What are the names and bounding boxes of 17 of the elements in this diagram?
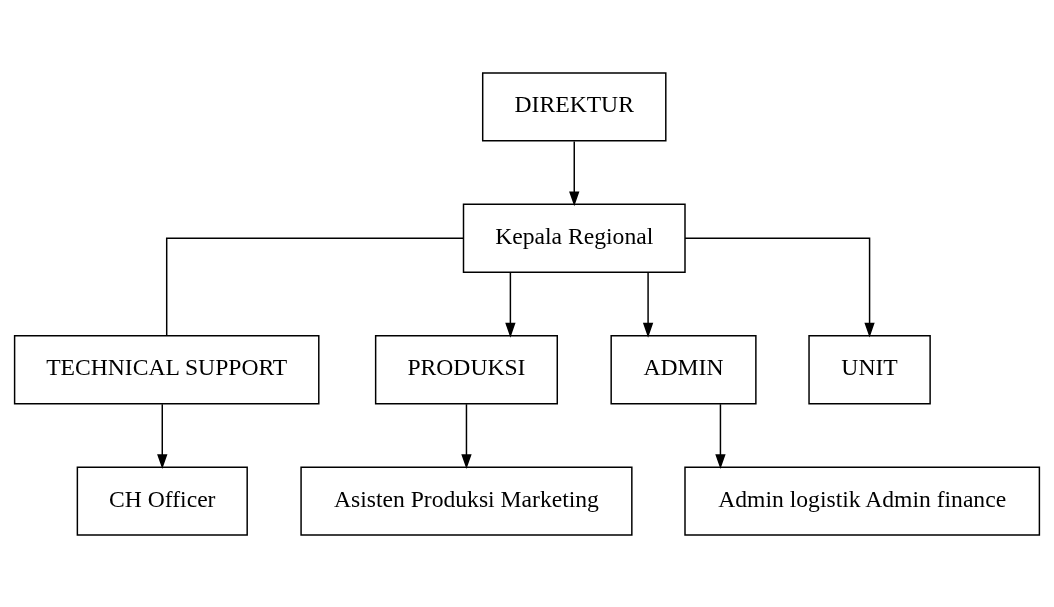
node-box: Admin logistik Admin finance bbox=[684, 465, 1041, 536]
node-box: Kepala Regional bbox=[462, 203, 686, 273]
node-box: ADMIN bbox=[610, 334, 757, 404]
arrow bbox=[642, 271, 654, 338]
node-box: UNIT bbox=[808, 334, 931, 404]
node-box: CH Officer bbox=[76, 465, 248, 536]
arrow bbox=[505, 271, 516, 338]
node-box: TECHNICAL SUPPORT bbox=[13, 334, 320, 404]
arrow bbox=[684, 237, 875, 337]
node-box: DIREKTUR bbox=[481, 71, 667, 142]
arrow bbox=[461, 403, 472, 469]
arrow bbox=[157, 403, 168, 469]
node-box: Asisten Produksi Marketing bbox=[300, 465, 633, 536]
arrow bbox=[715, 403, 726, 469]
node-box: PRODUKSI bbox=[374, 334, 558, 404]
arrow bbox=[569, 140, 580, 206]
connector bbox=[165, 237, 465, 336]
